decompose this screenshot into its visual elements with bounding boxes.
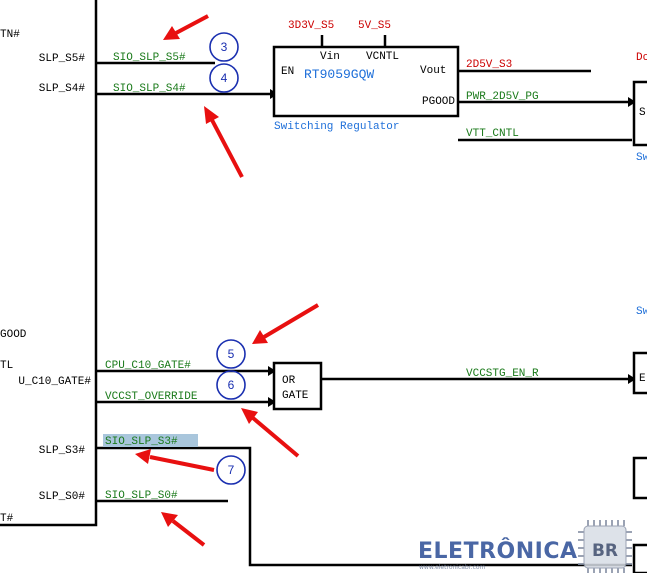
chip-icon	[578, 520, 632, 573]
chip-label-partial-c10-gate: U_C10_GATE#	[18, 376, 91, 388]
annotation-arrow-3	[252, 303, 320, 344]
arrowhead-pg	[628, 97, 636, 107]
net-label-vccstg-en-r: VCCSTG_EN_R	[466, 368, 539, 380]
net-label-pwr-2d5v-pg: PWR_2D5V_PG	[466, 91, 539, 103]
annotation-arrow-1	[163, 14, 209, 40]
marker-circle-3	[209, 32, 239, 62]
chip-label-slp-s4: SLP_S4#	[39, 83, 86, 95]
logo-text: ELETRÔNICA	[418, 538, 578, 564]
marker-circle-5	[216, 339, 246, 369]
pin-pgood: PGOOD	[422, 96, 455, 108]
marker-number-6: 6	[228, 378, 235, 392]
chip-label-slp-s0: SLP_S0#	[39, 491, 86, 503]
annotation-arrow-2	[204, 106, 244, 178]
marker-circle-7	[216, 455, 246, 485]
right-box-mid	[632, 351, 647, 395]
chip-label-partial-good: GOOD	[0, 329, 27, 341]
arrowhead-or-a	[268, 366, 276, 376]
marker-number-3: 3	[221, 40, 228, 54]
or-gate-box	[272, 361, 323, 411]
net-highlight-sio-slp-s3	[103, 434, 198, 447]
left-chip-outline	[0, 0, 98, 527]
right-box-low	[632, 456, 647, 500]
regulator-part-number: RT9059GQW	[304, 67, 374, 82]
power-label-3d3v-s5: 3D3V_S5	[288, 20, 334, 32]
right-edge-blue-2: Sw	[636, 306, 647, 318]
right-edge-blue-1: Sw	[636, 152, 647, 164]
annotation-arrow-4	[241, 408, 300, 458]
logo-url: www.eletronicabr.com	[419, 564, 486, 571]
net-label-sio-slp-s3: SIO_SLP_S3#	[105, 436, 178, 448]
chip-label-slp-s3: SLP_S3#	[39, 445, 86, 457]
right-box-top-text: S	[639, 107, 646, 119]
regulator-caption: Switching Regulator	[274, 121, 399, 133]
marker-number-4: 4	[221, 71, 228, 85]
right-box-top	[632, 80, 647, 147]
annotation-arrow-5	[135, 449, 215, 472]
marker-circle-4	[209, 63, 239, 93]
chip-label-partial-t: T#	[0, 513, 14, 525]
net-label-sio-slp-s0: SIO_SLP_S0#	[105, 490, 178, 502]
pin-vin: Vin	[320, 51, 340, 63]
net-label-vtt-cntl: VTT_CNTL	[466, 128, 519, 140]
wire-sio-slp-s3	[96, 446, 632, 567]
net-label-sio-slp-s4: SIO_SLP_S4#	[113, 83, 186, 95]
marker-circle-6	[216, 370, 246, 400]
watermark-logo: ELETRÔNICA www.eletronicabr.com BR	[418, 520, 632, 573]
chip-label-partial-tl: TL	[0, 360, 13, 372]
net-label-sio-slp-s5: SIO_SLP_S5#	[113, 52, 186, 64]
power-label-2d5v-s3: 2D5V_S3	[466, 59, 512, 71]
pin-vout: Vout	[420, 65, 446, 77]
net-label-cpu-c10-gate: CPU_C10_GATE#	[105, 360, 191, 372]
marker-number-7: 7	[228, 463, 235, 477]
chip-label-partial-tn: TN#	[0, 29, 20, 41]
net-label-vccst-override: VCCST_OVERRIDE	[105, 391, 198, 403]
arrowhead-or-b	[268, 397, 276, 407]
right-box-mid-text: E	[639, 373, 646, 385]
annotation-arrow-6	[161, 512, 206, 547]
regulator-box	[272, 45, 460, 118]
arrowhead-vccstg	[628, 374, 636, 384]
pin-vcntl: VCNTL	[366, 51, 399, 63]
pin-en: EN	[281, 66, 294, 78]
marker-number-5: 5	[228, 347, 235, 361]
right-edge-red-text: Do	[636, 52, 647, 64]
right-box-bottom	[632, 543, 647, 573]
or-gate-line1: OR	[282, 375, 296, 387]
chip-label-slp-s5: SLP_S5#	[39, 53, 86, 65]
logo-badge: BR	[592, 541, 618, 561]
power-label-5v-s5: 5V_S5	[358, 20, 391, 32]
or-gate-line2: GATE	[282, 390, 309, 402]
